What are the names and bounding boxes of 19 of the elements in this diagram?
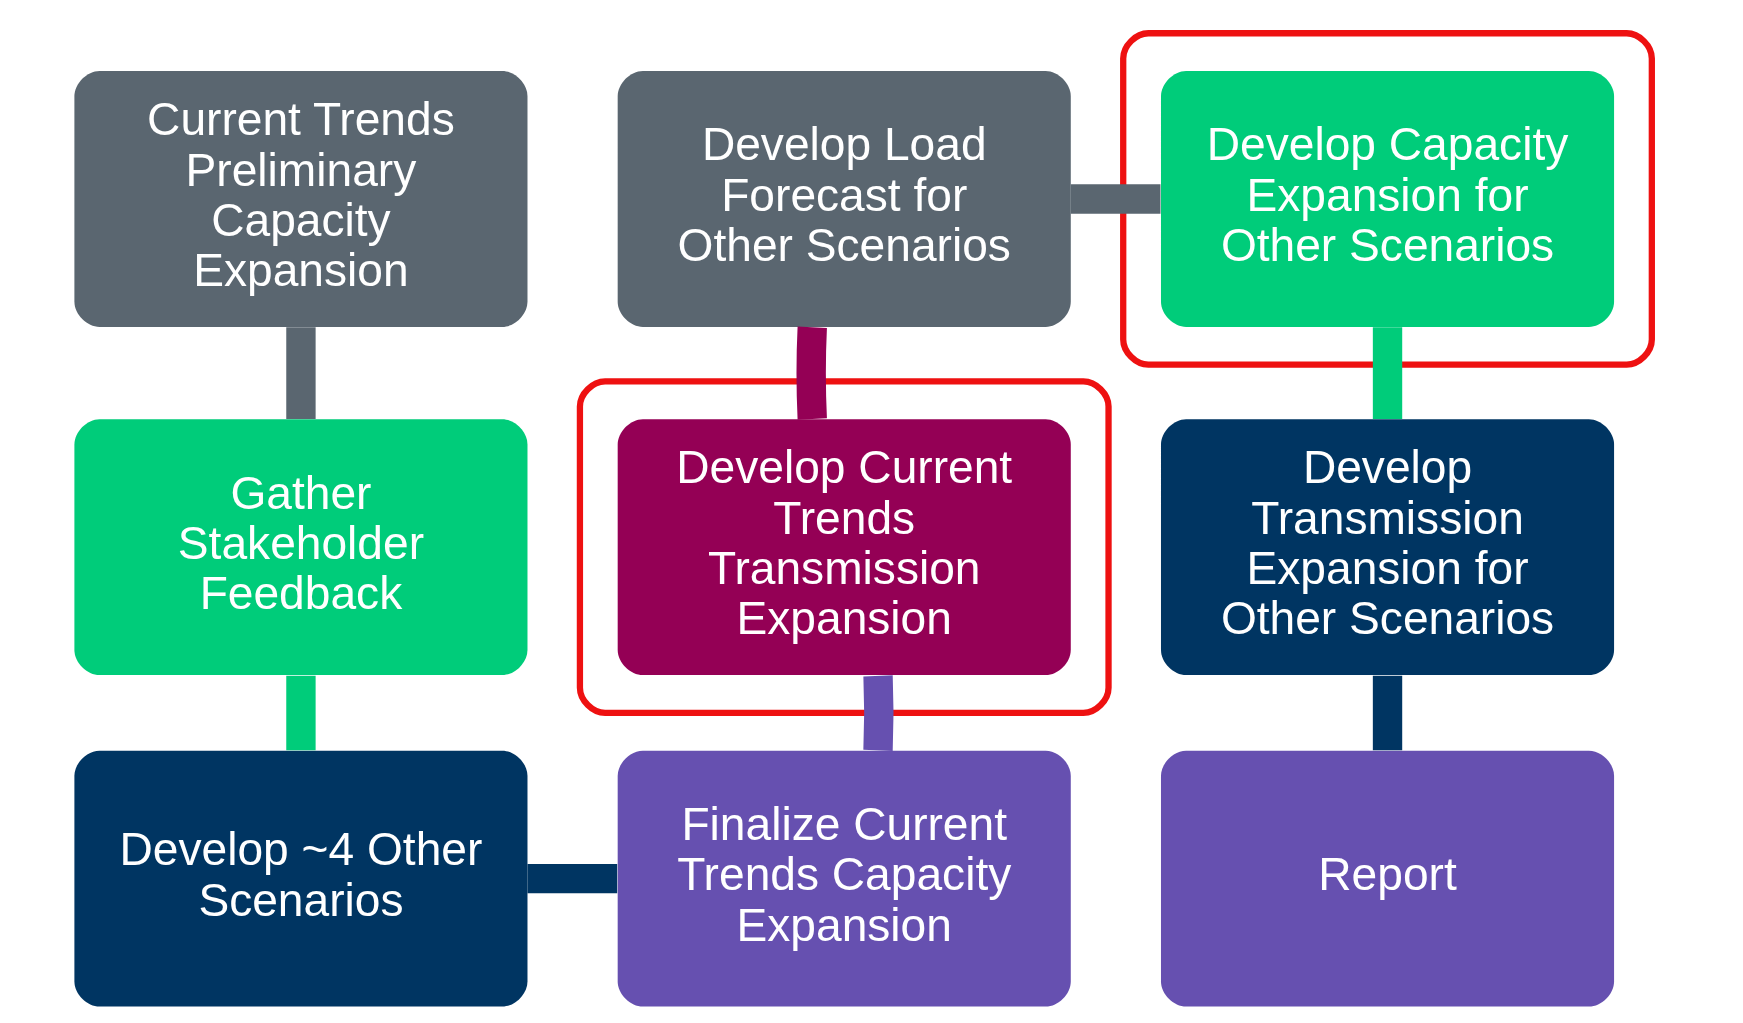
- cluster: [576, 378, 1112, 717]
- connector: [1372, 327, 1403, 419]
- node-box: Develop Load Forecast for Other Scenarios: [617, 71, 1071, 327]
- node-box: Develop Transmission Expansion for Other Scenarios: [1161, 419, 1615, 676]
- node-box: Finalize Current Trends Capacity Expansion: [617, 750, 1071, 1007]
- connector: [1372, 675, 1403, 751]
- connector: [286, 675, 316, 751]
- connector: [863, 675, 894, 751]
- node-box: Current Trends Preliminary Capacity Expansion: [74, 71, 528, 327]
- connector: [286, 327, 316, 419]
- connector: [796, 326, 827, 420]
- connector: [527, 863, 618, 894]
- cluster: [1120, 30, 1655, 368]
- connector: [1070, 184, 1161, 214]
- node-box: Gather Stakeholder Feedback: [74, 419, 528, 676]
- node-box: Report: [1161, 750, 1615, 1007]
- node-box: Develop ~4 Other Scenarios: [74, 750, 528, 1007]
- node-box: Develop Capacity Expansion for Other Scenarios: [1161, 71, 1615, 327]
- node-box: Develop Current Trends Transmission Expansion: [617, 419, 1071, 676]
